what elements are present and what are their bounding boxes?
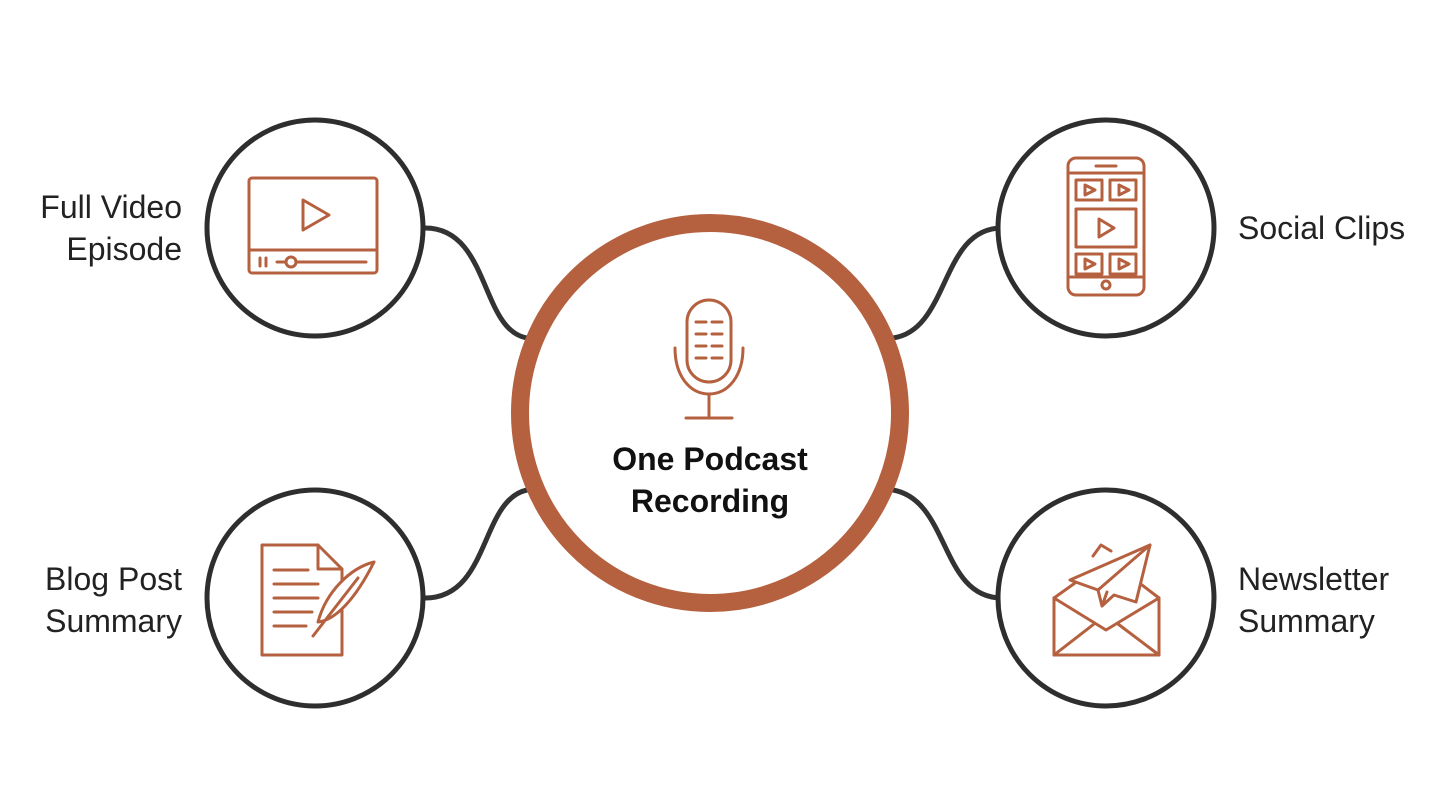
connector-video [422,225,530,341]
envelope-paper-plane-icon [1052,543,1161,657]
video-player-icon [247,176,379,275]
blog-label-line2: Summary [45,603,182,639]
video-label-line2: Episode [66,231,182,267]
connector-social [890,225,1005,341]
social-label-line1: Social Clips [1238,210,1406,246]
newsletter-label-line2: Summary [1238,603,1375,639]
social-label: Social Clips [1238,207,1405,249]
center-title: One Podcast Recording [560,438,860,522]
center-title-line1: One Podcast [612,441,808,477]
video-circle [204,117,426,339]
social-circle [995,117,1217,339]
center-title-line2: Recording [630,483,790,519]
blog-label-line1: Blog Post [45,561,182,597]
video-label: Full Video Episode [20,186,182,270]
smartphone-clips-icon [1066,156,1146,297]
blog-label: Blog Post Summary [20,558,182,642]
connectors [422,225,1005,601]
document-quill-icon [260,543,376,657]
microphone-icon [673,298,745,420]
newsletter-label-line1: Newsletter [1238,561,1390,597]
connector-newsletter [890,487,1005,601]
video-label-line1: Full Video [40,189,182,225]
newsletter-label: Newsletter Summary [1238,558,1389,642]
connector-blog [422,487,530,601]
